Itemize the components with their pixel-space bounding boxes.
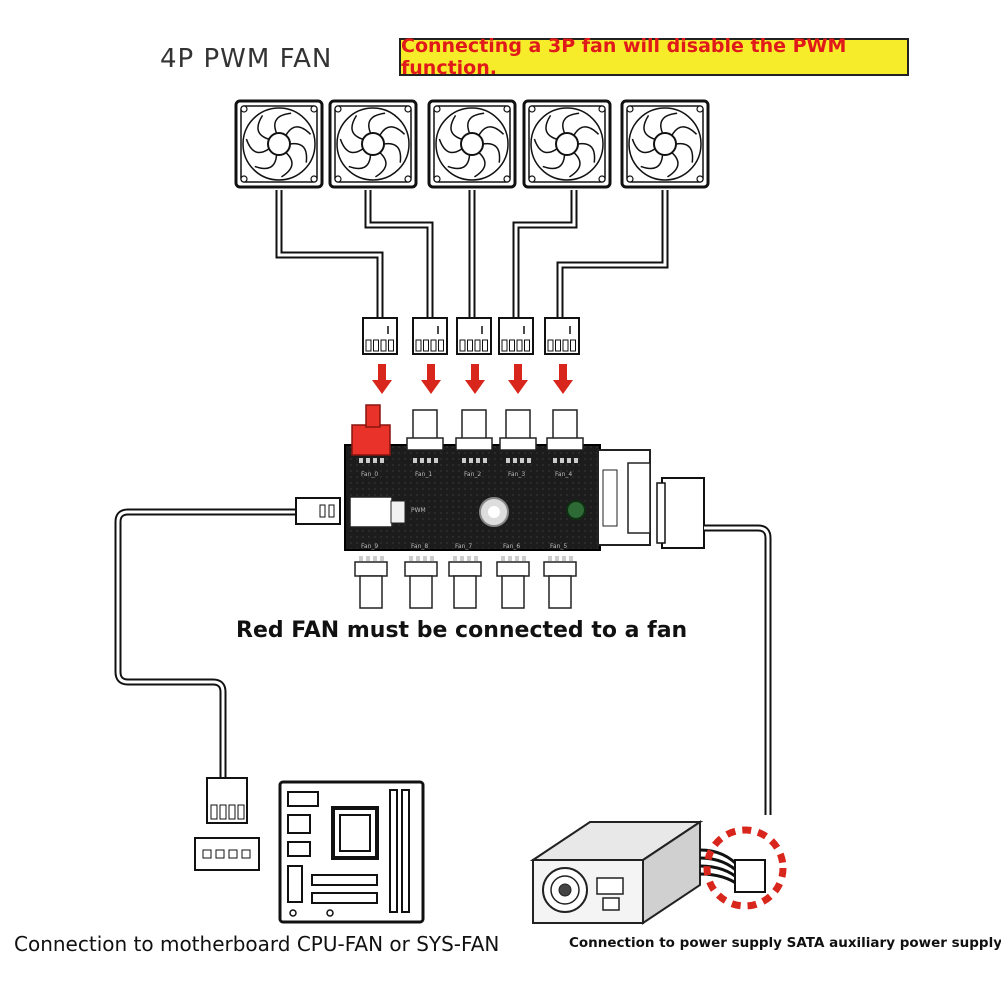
fan-port <box>354 561 388 577</box>
down-arrow-icon <box>465 364 485 394</box>
port-label: Fan_8 <box>411 543 428 550</box>
capacitor <box>566 500 586 520</box>
pwm-input-connector <box>349 496 393 528</box>
sata-cable <box>656 477 772 815</box>
fan-port <box>412 409 438 441</box>
pwm-warning-banner: Connecting a 3P fan will disable the PWM… <box>399 35 909 79</box>
sata-connector-icon <box>661 477 705 549</box>
port-label: Fan_6 <box>503 543 520 550</box>
fan-port <box>448 561 482 577</box>
fan-plug <box>456 317 492 355</box>
down-arrow-icon <box>508 364 528 394</box>
fan-plug <box>362 317 398 355</box>
fan-hub: Fan_0 Fan_1 Fan_2 Fan_3 Fan_4 Fan_9 Fan_8 Fan_… <box>344 404 651 609</box>
fan-plugs <box>362 317 580 355</box>
motherboard-cable <box>114 508 298 780</box>
fan-icon <box>427 99 517 189</box>
down-arrow-icon <box>372 364 392 394</box>
fan-port <box>505 409 531 441</box>
fan-plug <box>544 317 580 355</box>
power-supply-icon <box>529 820 766 925</box>
fan-icon <box>234 99 324 189</box>
psu-caption: Connection to power supply SATA auxiliar… <box>569 935 1001 951</box>
motherboard-caption: Connection to motherboard CPU-FAN or SYS… <box>14 932 500 956</box>
port-label: Fan_5 <box>550 543 567 550</box>
fan-port <box>552 409 578 441</box>
motherboard-side-plug <box>295 497 341 525</box>
port-label: Fan_1 <box>415 471 432 478</box>
fan-port <box>496 561 530 577</box>
port-label: Fan_7 <box>455 543 472 550</box>
port-label: Fan_2 <box>464 471 481 478</box>
down-arrow-icon <box>421 364 441 394</box>
port-label: Fan_4 <box>555 471 572 478</box>
red-fan-note: Red FAN must be connected to a fan <box>236 618 688 643</box>
fan-port <box>543 561 577 577</box>
motherboard-fan-plug <box>206 777 248 824</box>
fan-port <box>404 561 438 577</box>
fan-plug <box>498 317 534 355</box>
port-label: Fan_0 <box>361 471 378 478</box>
psu-highlight-circle <box>703 826 787 910</box>
fan-icon <box>328 99 418 189</box>
down-arrow-icon <box>553 364 573 394</box>
port-label: Fan_3 <box>508 471 525 478</box>
motherboard-icon <box>278 780 425 924</box>
fan-plug <box>412 317 448 355</box>
fan-icon <box>620 99 710 189</box>
pwm-label: PWM <box>411 507 426 514</box>
fan-row <box>234 99 710 189</box>
red-fan-port <box>351 424 391 456</box>
motherboard-fan-header <box>194 837 260 871</box>
down-arrows <box>372 364 573 394</box>
fan-icon <box>522 99 612 189</box>
fan-port <box>461 409 487 441</box>
port-label: Fan_9 <box>361 543 378 550</box>
fan-type-label: 4P PWM FAN <box>160 44 333 74</box>
